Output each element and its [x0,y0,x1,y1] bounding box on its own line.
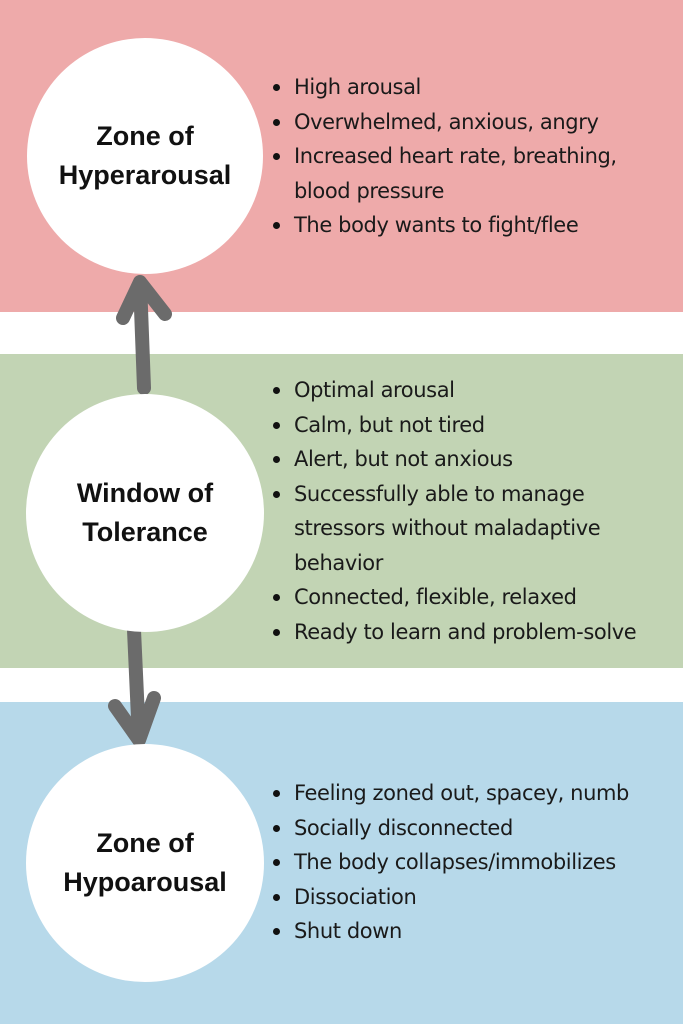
bullet-text: The body collapses/immobilizes [294,850,616,874]
bullet-item: Feeling zoned out, spacey, numb [270,776,629,811]
bullet-item: Socially disconnected [270,811,629,846]
bullet-text: Overwhelmed, anxious, angry [294,109,599,134]
hyperarousal-circle: Zone of Hyperarousal [27,38,263,274]
bullet-text: behavior [294,550,383,575]
bullet-text: blood pressure [294,178,444,203]
bullet-item: Alert, but not anxious [270,442,636,477]
bullet-text: Shut down [294,919,402,943]
bullet-item: Dissociation [270,880,629,915]
bullet-text: Optimal arousal [294,378,455,402]
bullet-text: Successfully able to manage [294,481,585,506]
bullet-text: Calm, but not tired [294,412,485,437]
hyperarousal-title: Zone of Hyperarousal [58,120,232,190]
hypoarousal-title: Zone of Hypoarousal [63,827,227,897]
bullet-item: Successfully able to manage stressors wit… [270,477,636,581]
bullet-text: Dissociation [294,884,417,909]
bullet-text: The body wants to fight/flee [294,213,579,237]
bullet-text: Increased heart rate, breathing, [294,144,617,168]
bullet-item: Shut down [270,914,629,949]
bullet-item: Overwhelmed, anxious, angry [270,105,617,140]
bullet-text: Connected, flexible, relaxed [294,585,577,609]
hypoarousal-circle: Zone of Hypoarousal [26,744,264,982]
bullet-text: High arousal [294,75,421,99]
window-of-tolerance-title: Window of Tolerance [76,477,214,547]
bullet-text: Ready to learn and problem-solve [294,619,637,644]
bullet-item: Calm, but not tired [270,408,636,443]
bullet-text: Feeling zoned out, spacey, numb [294,781,629,805]
bullet-item: The body wants to fight/flee [270,208,617,243]
bullet-text: Socially disconnected [294,815,513,840]
bullet-item: Increased heart rate, breathing, blood pr… [270,139,617,208]
bullet-item: Ready to learn and problem-solve [270,615,637,650]
window-of-tolerance-circle: Window of Tolerance [26,394,264,632]
bullet-item: High arousal [270,70,617,105]
bullet-text: Alert, but not anxious [294,447,513,471]
bullet-item: Connected, flexible, relaxed [270,580,636,615]
bullet-text: stressors without maladaptive [294,516,601,540]
bullet-item: Optimal arousal [270,373,636,408]
bullet-item: The body collapses/immobilizes [270,845,629,880]
